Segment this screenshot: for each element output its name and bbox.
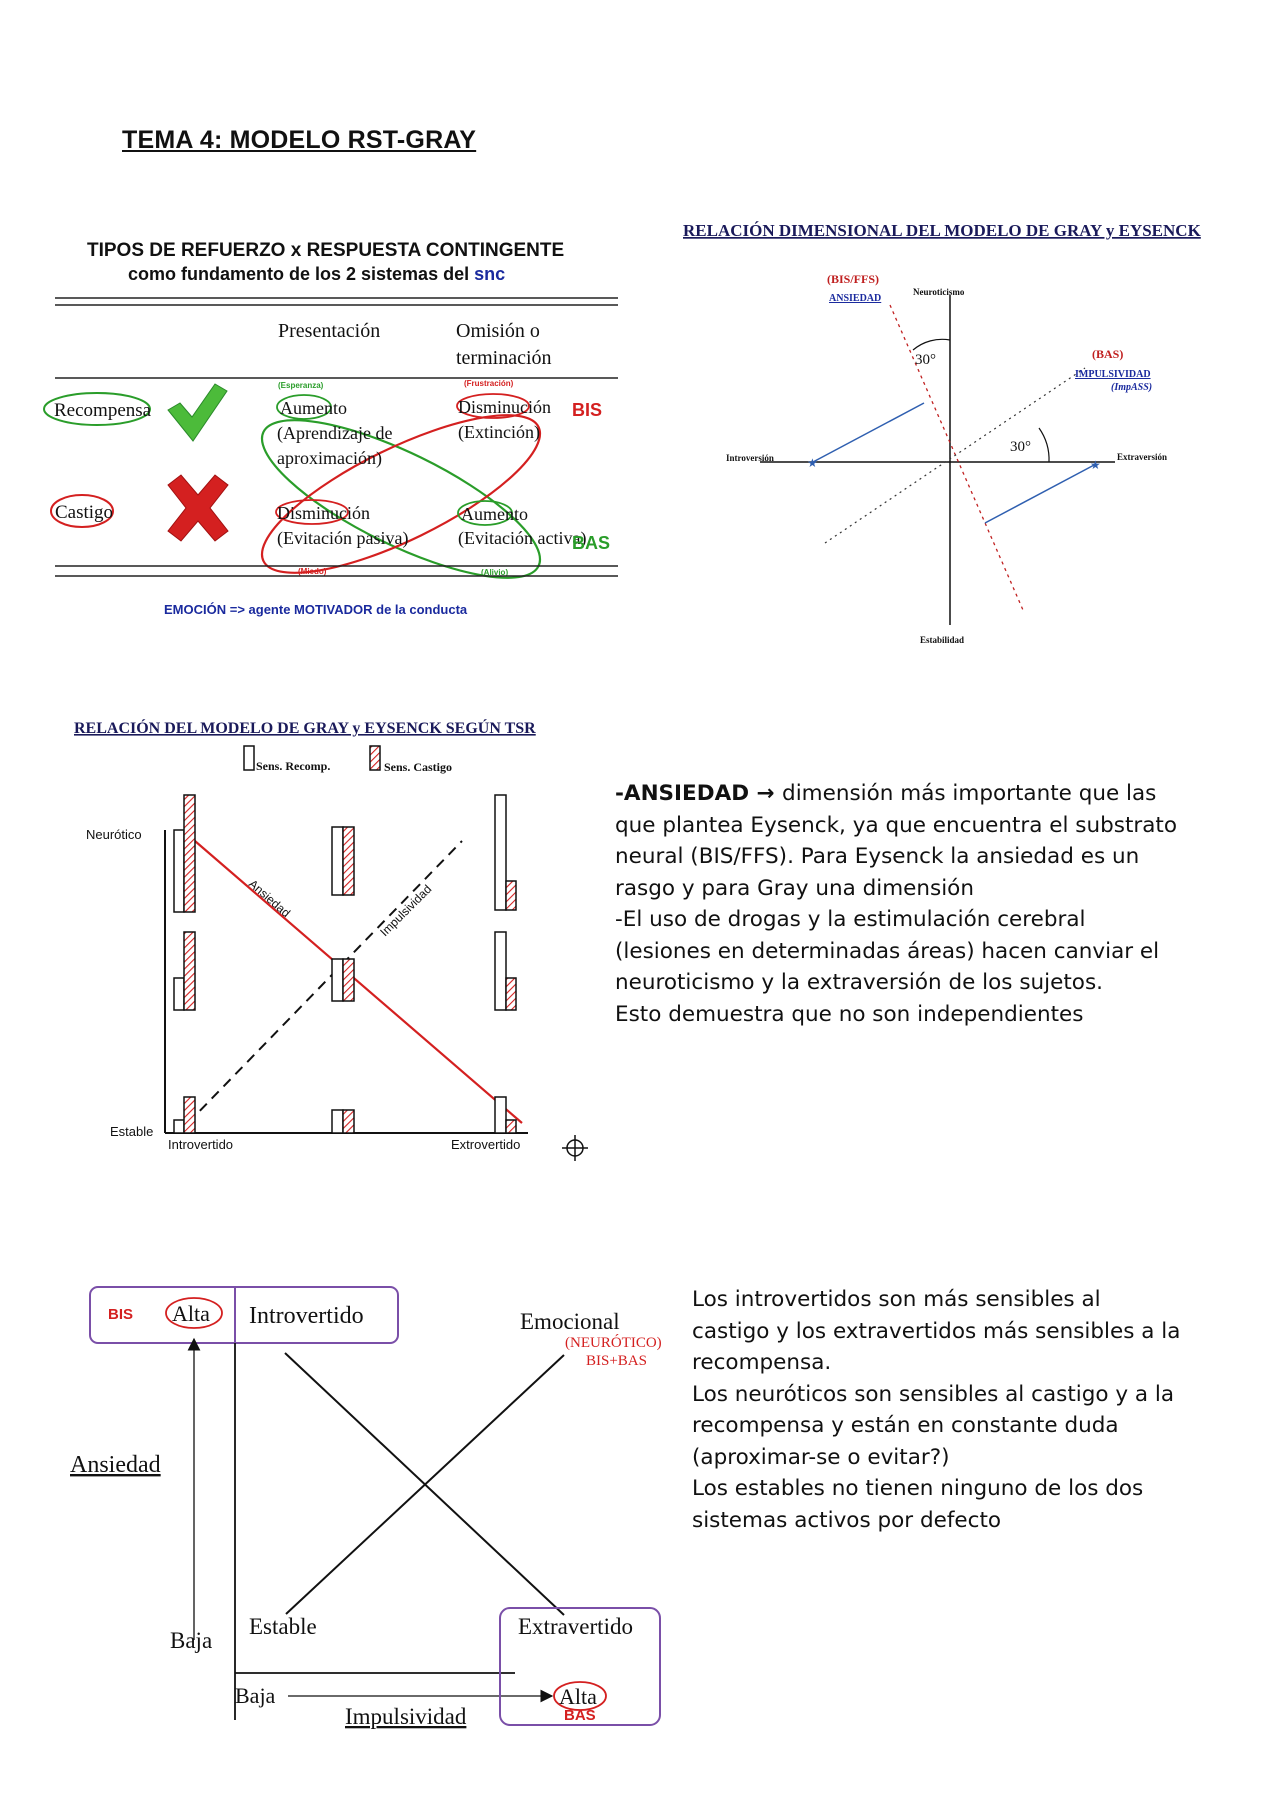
bars-extrovertido-neurotico bbox=[494, 794, 517, 911]
extraversion-star-icon: ★ bbox=[1090, 458, 1101, 472]
fig1-title-line1: TIPOS DE REFUERZO x RESPUESTA CONTINGENT… bbox=[87, 240, 564, 261]
neurotico-label: Neurótico bbox=[86, 827, 142, 842]
text1-line-6: neuroticismo y la extraversión de los su… bbox=[615, 970, 1103, 995]
text2-line-3: Los neuróticos son sensibles al castigo … bbox=[692, 1381, 1175, 1407]
text1-line-2: neural (BIS/FFS). Para Eysenck la ansied… bbox=[615, 844, 1140, 869]
extravertido-label: Extravertido bbox=[518, 1614, 633, 1639]
col-presentacion: Presentación bbox=[278, 320, 380, 342]
bars-extrovertido-medio bbox=[494, 931, 517, 1011]
label-miedo: (Miedo) bbox=[298, 567, 327, 576]
text2-line-2: recompensa. bbox=[692, 1350, 832, 1375]
impulsividad-label: IMPULSIVIDAD bbox=[1075, 369, 1151, 380]
text1-line-4: -El uso de drogas y la estimulación cere… bbox=[615, 907, 1086, 932]
legend-castigo: Sens. Castigo bbox=[384, 760, 452, 774]
crosshair-icon bbox=[562, 1135, 588, 1161]
dimensional-relation-figure: RELACIÓN DIMENSIONAL DEL MODELO DE GRAY … bbox=[683, 221, 1202, 645]
text2-line-1: castigo y los extravertidos más sensible… bbox=[692, 1318, 1181, 1344]
bis-ffs-label: (BIS/FFS) bbox=[827, 272, 879, 286]
extrovertido-label: Extrovertido bbox=[451, 1137, 520, 1152]
fig1-title-line2: como fundamento de los 2 sistemas del sn… bbox=[128, 264, 505, 284]
bars-extrovertido-estable bbox=[494, 1096, 517, 1134]
text2-line-6: Los estables no tienen ninguno de los do… bbox=[692, 1476, 1144, 1501]
text2-line-7: sistemas activos por defecto bbox=[692, 1507, 1002, 1533]
col-omision-1: Omisión o bbox=[456, 320, 540, 342]
check-icon bbox=[167, 383, 228, 442]
legend-recomp: Sens. Recomp. bbox=[256, 759, 330, 773]
bas-label: (BAS) bbox=[1092, 347, 1123, 361]
fig2-title: RELACIÓN DIMENSIONAL DEL MODELO DE GRAY … bbox=[683, 221, 1202, 240]
estable-label: Estable bbox=[110, 1124, 153, 1139]
text1-line-7: Esto demuestra que no son independientes bbox=[615, 1001, 1084, 1027]
page-title: TEMA 4: MODELO RST-GRAY bbox=[122, 126, 477, 154]
bis-box-label: BIS bbox=[108, 1306, 133, 1323]
ansiedad-text-block: -ANSIEDAD → dimensión más importante que… bbox=[615, 778, 1177, 1030]
baja-left-label: Baja bbox=[170, 1628, 212, 1653]
ansiedad-axis-label: Ansiedad bbox=[70, 1452, 161, 1478]
bars-introvertido-neurotico bbox=[173, 794, 196, 913]
cell-disminucion-2: Disminución bbox=[277, 503, 370, 523]
neurotico-label: (NEURÓTICO) bbox=[565, 1334, 662, 1351]
label-frustracion: (Frustración) bbox=[464, 379, 514, 388]
cell-aprendizaje-1: (Aprendizaje de bbox=[277, 423, 392, 444]
fig1-footer: EMOCIÓN => agente MOTIVADOR de la conduc… bbox=[164, 602, 468, 617]
alta-top-label: Alta bbox=[172, 1301, 210, 1326]
row-recompensa: Recompensa bbox=[54, 400, 152, 421]
emocional-label: Emocional bbox=[520, 1309, 620, 1334]
text2-line-4: recompensa y están en constante duda bbox=[692, 1413, 1119, 1438]
cell-evitacion-pasiva: (Evitación pasiva) bbox=[277, 528, 408, 549]
impulsividad-axis-label: Impulsividad bbox=[345, 1704, 467, 1729]
cross-icon bbox=[167, 474, 229, 542]
text1-line-1: que plantea Eysenck, ya que encuentra el… bbox=[615, 812, 1177, 838]
bis-bas-label: BIS+BAS bbox=[586, 1353, 647, 1369]
baja-bottom-label: Baja bbox=[235, 1683, 276, 1708]
extraversion-label: Extraversión bbox=[1117, 452, 1167, 462]
bis-label: BIS bbox=[572, 400, 602, 420]
cell-evitacion-activa: (Evitación activa) bbox=[458, 528, 586, 549]
introversion-star-icon: ★ bbox=[807, 456, 818, 470]
text1-line-3: rasgo y para Gray una dimensión bbox=[615, 875, 974, 901]
estabilidad-label: Estabilidad bbox=[920, 635, 964, 645]
introvertido-label: Introvertido bbox=[249, 1303, 364, 1329]
col-omision-2: terminación bbox=[456, 347, 552, 369]
text1-line-5: (lesiones en determinadas áreas) hacen c… bbox=[615, 938, 1160, 964]
label-alivio: (Alivio) bbox=[481, 568, 508, 577]
introversion-label: Introversión bbox=[726, 453, 774, 463]
text2-line-5: (aproximar-se o evitar?) bbox=[692, 1444, 950, 1470]
tsr-relation-figure: RELACIÓN DEL MODELO DE GRAY y EYSENCK SE… bbox=[74, 718, 588, 1161]
row-castigo: Castigo bbox=[55, 502, 113, 523]
estable-label: Estable bbox=[249, 1614, 317, 1639]
reinforcement-types-figure: TIPOS DE REFUERZO x RESPUESTA CONTINGENT… bbox=[43, 240, 618, 617]
cell-disminucion-1: Disminución bbox=[458, 397, 551, 417]
label-esperanza: (Esperanza) bbox=[278, 381, 324, 390]
angle-2: 30° bbox=[1010, 439, 1031, 455]
anxiety-impulsivity-figure: BIS Alta Introvertido Emocional (NEURÓTI… bbox=[70, 1286, 662, 1729]
neuroticismo-label: Neuroticismo bbox=[913, 287, 965, 297]
bars-centro-abajo bbox=[331, 1109, 355, 1134]
introvertido-label: Introvertido bbox=[168, 1137, 233, 1152]
cell-aprendizaje-2: aproximación) bbox=[277, 448, 382, 469]
cell-aumento-2: Aumento bbox=[461, 504, 528, 524]
impulsividad-line-label: Impulsividad bbox=[377, 882, 434, 939]
bas-label: BAS bbox=[572, 533, 610, 553]
impass-label: (ImpASS) bbox=[1111, 382, 1152, 393]
bars-centro bbox=[331, 958, 355, 1002]
text2-line-0: Los introvertidos son más sensibles al bbox=[692, 1287, 1101, 1312]
ansiedad-label: ANSIEDAD bbox=[829, 293, 881, 304]
angle-1: 30° bbox=[915, 352, 936, 368]
fig3-title: RELACIÓN DEL MODELO DE GRAY y EYSENCK SE… bbox=[74, 718, 536, 737]
sensitivity-text-block: Los introvertidos son más sensibles al c… bbox=[692, 1284, 1180, 1536]
cell-extincion: (Extinción) bbox=[458, 422, 540, 443]
text1-line-0: -ANSIEDAD → dimensión más importante que… bbox=[615, 781, 1157, 806]
bars-introvertido-estable bbox=[173, 1096, 196, 1134]
cell-aumento-1: Aumento bbox=[280, 398, 347, 418]
bars-centro-arriba bbox=[331, 826, 355, 896]
bars-introvertido-medio bbox=[173, 931, 196, 1011]
alta-bottom-label: Alta bbox=[559, 1684, 597, 1709]
bas-box-label: BAS bbox=[564, 1707, 596, 1724]
ansiedad-line-label: Ansiedad bbox=[246, 877, 293, 920]
